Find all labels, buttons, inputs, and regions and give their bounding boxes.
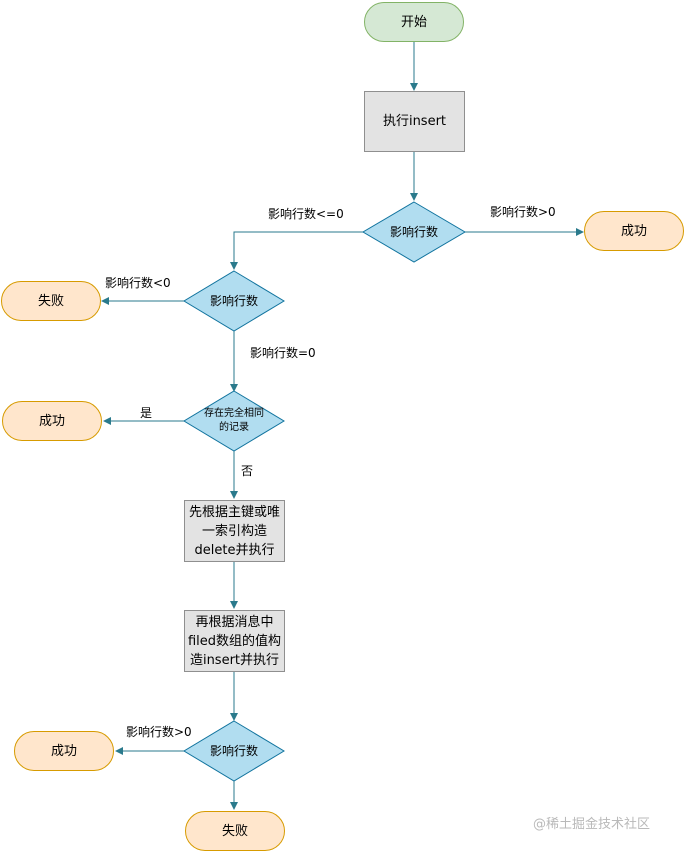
decision1-node: 影响行数 — [363, 202, 465, 262]
success3-node: 成功 — [14, 731, 114, 771]
exec-insert-label: 执行insert — [382, 114, 447, 129]
fail2-node: 失败 — [185, 811, 285, 851]
edge-label-d3-down: 否 — [241, 464, 254, 478]
success2-label: 成功 — [38, 413, 65, 429]
edge-d1-to-d2 — [230, 231, 363, 270]
success1-node: 成功 — [584, 211, 684, 251]
success2-node: 成功 — [2, 401, 102, 441]
edge-label-d2-left: 影响行数<0 — [105, 276, 171, 290]
decision4-node: 影响行数 — [184, 721, 284, 781]
edge-label-d1-right: 影响行数>0 — [490, 205, 556, 219]
decision1-shape — [362, 201, 466, 263]
delete-process-label: 先根据主键或唯一索引构造delete并执行 — [188, 504, 280, 558]
edge-label-d4-left: 影响行数>0 — [126, 725, 192, 739]
success3-label: 成功 — [50, 743, 77, 759]
fail2-label: 失败 — [221, 823, 248, 839]
success1-label: 成功 — [620, 223, 647, 239]
reinsert-process-node: 再根据消息中filed数组的值构造insert并执行 — [184, 610, 285, 672]
decision1-label: 影响行数 — [389, 224, 438, 239]
decision3-shape — [183, 390, 285, 452]
edge-label-d3-left: 是 — [140, 406, 153, 420]
decision3-label: 存在完全相同的记录 — [204, 408, 264, 433]
reinsert-process-label: 再根据消息中filed数组的值构造insert并执行 — [187, 614, 282, 668]
decision4-shape — [183, 720, 285, 782]
decision2-shape — [183, 270, 285, 332]
start-node: 开始 — [364, 2, 464, 42]
start-node-label: 开始 — [400, 14, 427, 30]
edge-label-d1-left: 影响行数<=0 — [268, 207, 344, 221]
fail1-node: 失败 — [1, 281, 101, 321]
decision4-label: 影响行数 — [209, 743, 258, 758]
delete-process-node: 先根据主键或唯一索引构造delete并执行 — [184, 500, 285, 562]
decision3-node: 存在完全相同的记录 — [202, 404, 266, 438]
decision2-node: 影响行数 — [184, 271, 284, 331]
fail1-label: 失败 — [37, 293, 64, 309]
watermark: @稀土掘金技术社区 — [533, 817, 651, 832]
exec-insert-node: 执行insert — [364, 91, 465, 152]
edge-label-d2-down: 影响行数=0 — [250, 346, 316, 360]
decision2-label: 影响行数 — [209, 293, 258, 308]
